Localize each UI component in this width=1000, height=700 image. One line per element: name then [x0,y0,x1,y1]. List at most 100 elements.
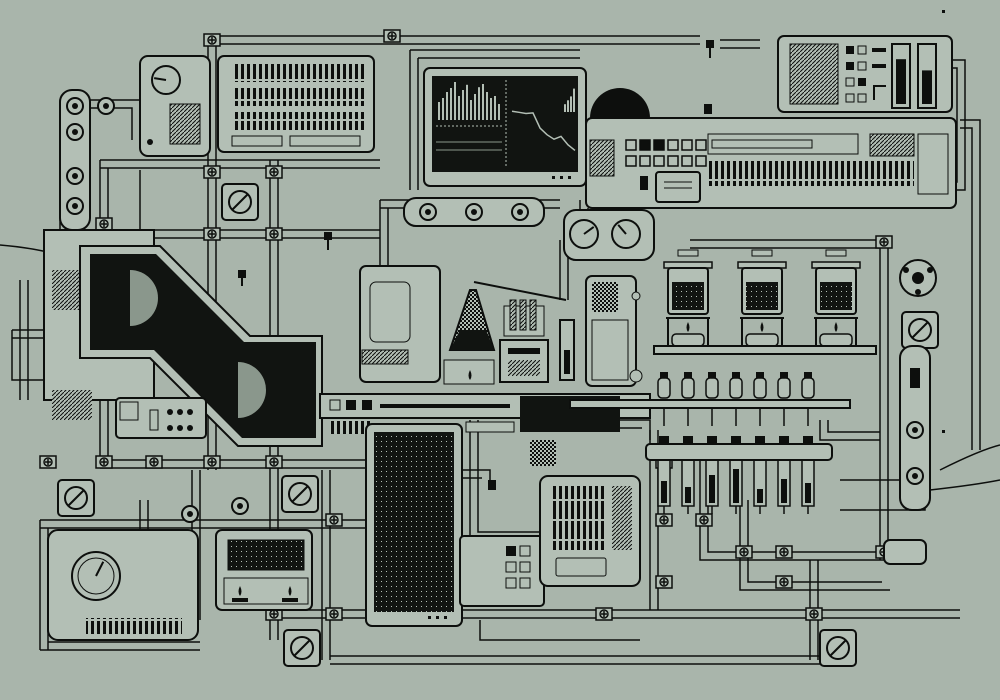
valve-icon[interactable] [419,203,437,221]
pipe-junction [735,545,753,559]
dropper-bulb [801,372,815,426]
valve-row [403,197,545,227]
syringe-rack [657,436,815,514]
valve-icon[interactable] [906,467,924,485]
dome-vent [590,88,650,118]
valve-icon[interactable] [181,505,199,523]
valve-icon[interactable] [66,167,84,185]
valve-icon[interactable] [66,97,84,115]
pipe-junction [203,227,221,241]
tray-button[interactable] [681,139,693,151]
dropper-rail [569,399,851,409]
fan-box [221,183,259,221]
monitor-bar [438,102,440,120]
monitor-bar [458,96,460,120]
dropper-row [657,372,815,426]
tray-button[interactable] [695,155,707,167]
tray-button[interactable] [667,155,679,167]
monitor-bar [462,90,464,120]
dropper-bulb [753,372,767,426]
tray-button[interactable] [625,155,637,167]
pipe-junction [655,575,673,589]
monitor-bar-graph [438,82,500,120]
monitor-bar [498,104,500,120]
hanging-drips [238,10,945,490]
chemistry-bench [359,265,643,387]
lower-center-panel [459,440,641,607]
fan-box [57,479,95,517]
valve-icon[interactable] [231,497,249,515]
slider-panel [777,35,953,113]
porthole-right-moon [238,362,266,418]
pipe-junction [265,455,283,469]
dropper-bulb [777,372,791,426]
monitor-trend-line [511,110,576,151]
slider-fill-a [896,59,906,104]
tray-button[interactable] [653,155,665,167]
control-tray [585,117,957,209]
monitor-bar [454,82,456,120]
tray-button[interactable] [695,139,707,151]
monitor-right-bars [564,88,575,112]
monitor-bar [567,100,569,112]
valve-icon[interactable] [906,421,924,439]
valve-icon[interactable] [66,197,84,215]
pipe-junction [39,455,57,469]
fan-box [281,475,319,513]
pipe-junction [805,607,823,621]
tray-button-grid[interactable] [625,139,707,167]
monitor-bar [478,87,480,120]
switch-grid[interactable] [845,45,886,103]
fan-box [819,629,857,667]
reagent-tank [737,249,787,347]
fan-box [283,629,321,667]
valve-icon[interactable] [66,123,84,141]
dropper-bulb [681,372,695,426]
flame-icon [834,322,838,332]
pipe-junction [265,165,283,179]
tray-button[interactable] [639,155,651,167]
syringe [705,436,719,514]
top-left-gauge-needle [153,77,167,81]
mid-gauge-b-needle [617,224,627,235]
fan-box [901,311,939,349]
pipe-junction [775,575,793,589]
valve-icon[interactable] [97,97,115,115]
tray-button[interactable] [653,139,665,151]
pipe-junction [325,607,343,621]
pipe-junction [265,227,283,241]
valve-icon[interactable] [511,203,529,221]
pipe-junction [95,455,113,469]
top-vent-panel [217,55,375,153]
tray-button[interactable] [667,139,679,151]
flame-icon [468,370,472,380]
porthole-left-moon [130,270,158,326]
tank-shelf [653,345,877,355]
syringe [657,436,671,514]
pipe-junction [595,607,613,621]
pipe-junction [695,513,713,527]
hose-cap [883,539,927,565]
tray-button[interactable] [625,139,637,151]
monitor-bar [466,84,468,120]
valve-icon[interactable] [465,203,483,221]
reagent-tank [811,249,861,347]
main-monitor[interactable] [423,67,587,187]
pipe-junction [325,513,343,527]
monitor-bar [482,84,484,120]
flame-icon [760,322,764,332]
burner-tray [215,529,313,611]
monitor-bar [446,92,448,120]
right-valve-column [899,345,931,511]
monitor-bar [486,92,488,120]
porthole-window [43,229,323,447]
pipe-junction [655,513,673,527]
pipe-junction [203,165,221,179]
monitor-bar [573,88,575,112]
tray-button[interactable] [681,155,693,167]
monitor-screen [432,76,578,172]
monitor-bar [470,100,472,120]
monitor-bar [450,88,452,120]
dropper-bulb [705,372,719,426]
tray-button[interactable] [639,139,651,151]
